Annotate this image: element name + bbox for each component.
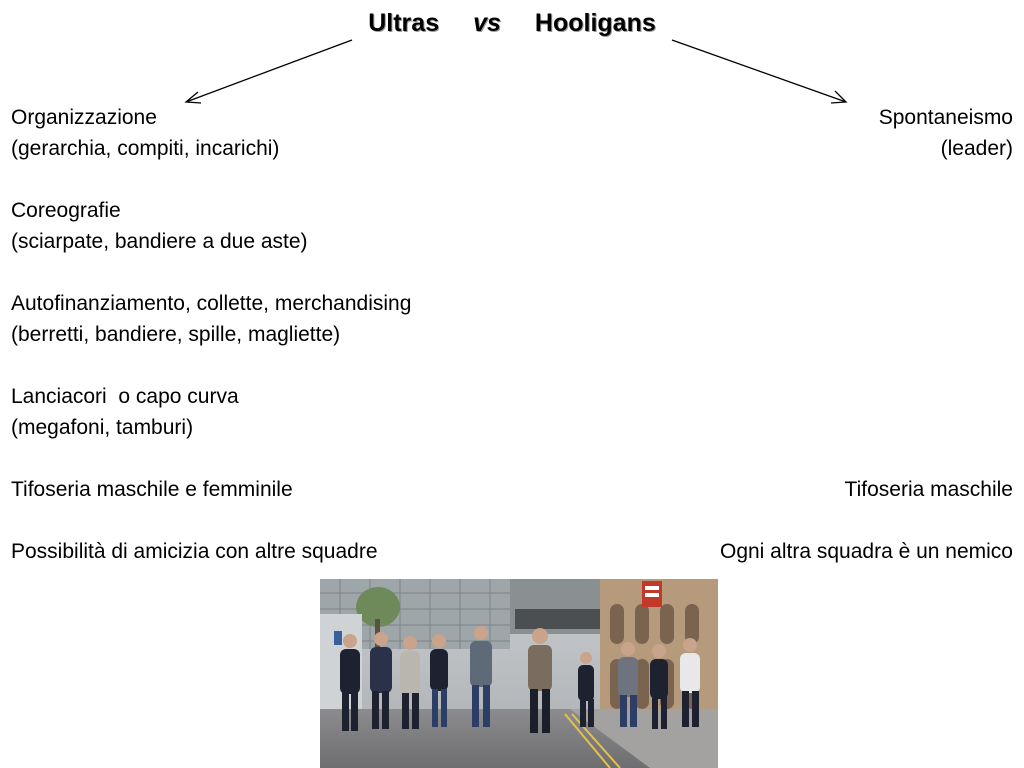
hooligans-spontaneismo: Spontaneismo: [878, 106, 1013, 129]
ultras-autofinanziamento-detail: (berretti, bandiere, spille, magliette): [11, 323, 341, 346]
hooligans-tifoseria: Tifoseria maschile: [844, 478, 1013, 501]
ultras-coreografie: Coreografie: [11, 199, 121, 222]
hooligans-nemico: Ogni altra squadra è un nemico: [719, 540, 1013, 563]
arrows: [184, 39, 848, 104]
hooligans-spontaneismo-detail: (leader): [940, 137, 1013, 160]
slide-title: Ultras vs Hooligans: [0, 6, 1024, 40]
ultras-autofinanziamento: Autofinanziamento, collette, merchandisi…: [11, 292, 412, 315]
ultras-coreografie-detail: (sciarpate, bandiere a due aste): [11, 230, 308, 253]
ultras-organizzazione-detail: (gerarchia, compiti, incarichi): [11, 137, 280, 160]
ultras-column: Organizzazione (gerarchia, compiti, inca…: [11, 102, 411, 567]
ultras-lanciacori-detail: (megafoni, tamburi): [11, 416, 194, 439]
street-brawl-illustration: [320, 579, 718, 768]
hooligans-column: Spontaneismo (leader) Tifoseria maschile…: [720, 102, 1013, 567]
title-vs: vs: [473, 9, 501, 37]
ultras-tifoseria: Tifoseria maschile e femminile: [11, 478, 293, 501]
title-hooligans: Hooligans: [534, 9, 656, 37]
ultras-lanciacori: Lanciacori o capo curva: [11, 385, 239, 408]
arrow-right-head: [830, 90, 848, 104]
ultras-organizzazione: Organizzazione: [11, 106, 157, 129]
ultras-amicizia: Possibilità di amicizia con altre squadr…: [11, 540, 378, 563]
street-brawl-photo: [320, 579, 718, 768]
arrow-left: [185, 39, 353, 103]
arrow-left-head: [184, 91, 202, 104]
title-ultras: Ultras: [368, 9, 440, 37]
arrow-right: [671, 39, 847, 103]
